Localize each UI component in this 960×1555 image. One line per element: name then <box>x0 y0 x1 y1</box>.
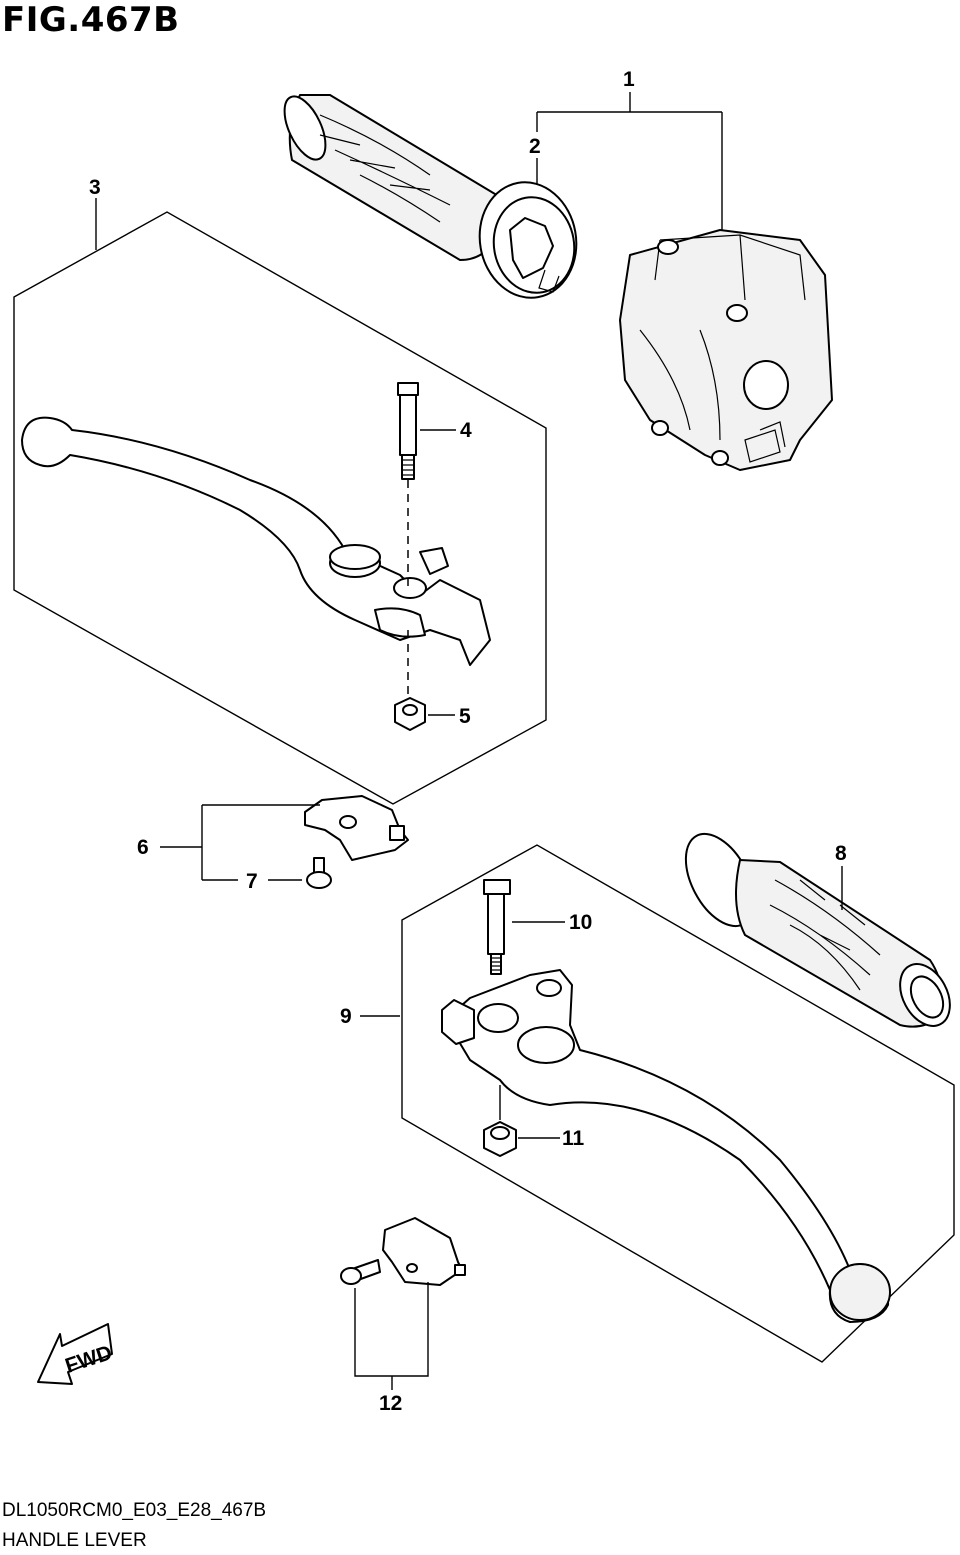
leader-6-7 <box>160 804 320 881</box>
brake-lever <box>21 416 491 666</box>
callout-1: 1 <box>623 68 635 91</box>
clutch-lever <box>441 969 891 1323</box>
lever-nut <box>394 697 426 731</box>
callout-7: 7 <box>246 870 258 893</box>
callout-4: 4 <box>460 419 472 442</box>
lever-assembly-box-3 <box>13 211 547 805</box>
left-grip <box>684 832 951 1028</box>
callout-2: 2 <box>529 135 541 158</box>
clutch-switch-screw <box>340 1259 381 1285</box>
switch-screw <box>306 857 332 889</box>
lever-assembly-box-9 <box>401 844 955 1363</box>
callout-9: 9 <box>340 1005 352 1028</box>
callout-3: 3 <box>89 176 101 199</box>
callout-8: 8 <box>835 842 847 865</box>
clutch-nut <box>483 1121 517 1157</box>
diagram-name: HANDLE LEVER <box>2 1530 147 1551</box>
fwd-arrow: FWD <box>37 1323 115 1385</box>
callout-6: 6 <box>137 836 149 859</box>
diagram-code: DL1050RCM0_E03_E28_467B <box>2 1500 267 1521</box>
callout-11: 11 <box>562 1127 585 1150</box>
leader-12 <box>354 1282 429 1390</box>
lever-pivot-bolt <box>397 382 419 480</box>
leader-11 <box>499 1085 560 1139</box>
right-grip-throttle <box>283 94 578 299</box>
callout-12: 12 <box>379 1392 402 1415</box>
front-brake-switch <box>304 795 409 861</box>
throttle-housing <box>619 229 833 471</box>
leader-1-2 <box>536 92 723 230</box>
clutch-switch <box>382 1217 466 1286</box>
figure-title: FIG.467B <box>2 0 180 40</box>
callout-10: 10 <box>569 911 592 934</box>
clutch-pivot-bolt <box>483 879 511 975</box>
callout-5: 5 <box>459 705 471 728</box>
